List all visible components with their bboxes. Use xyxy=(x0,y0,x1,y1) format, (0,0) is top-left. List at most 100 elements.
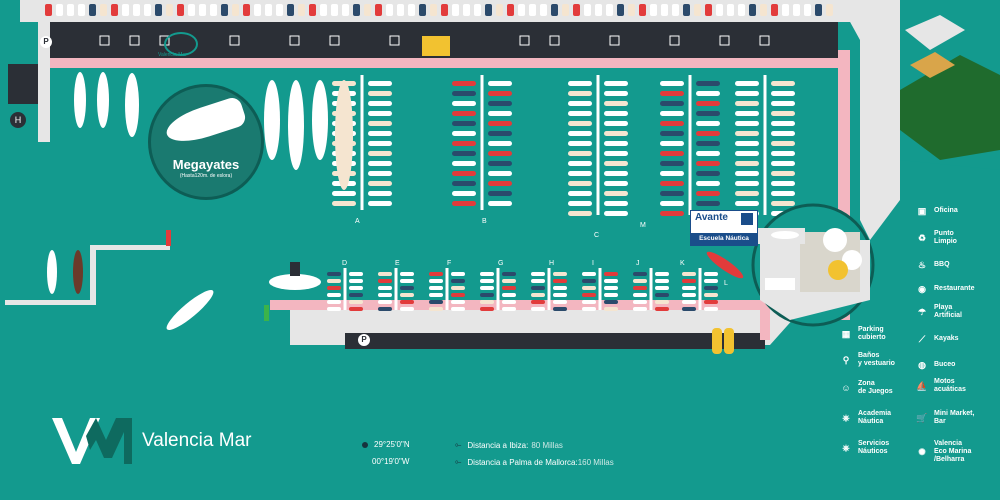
pontoon xyxy=(394,268,398,310)
boat xyxy=(368,191,392,196)
road-service-icon xyxy=(669,35,680,46)
boat xyxy=(696,81,720,86)
brand-name: Valencia Mar xyxy=(142,430,252,451)
parked-car xyxy=(298,4,305,16)
boat xyxy=(696,171,720,176)
legend-label: Kayaks xyxy=(934,335,959,342)
boat xyxy=(531,286,545,290)
boat xyxy=(771,141,795,146)
boat xyxy=(553,279,567,283)
parked-car xyxy=(771,4,778,16)
boat xyxy=(771,111,795,116)
boat xyxy=(660,121,684,126)
legend-label: Punto Limpio xyxy=(934,230,957,245)
parking-marker-top: P xyxy=(40,36,52,48)
road-service-icon xyxy=(229,35,240,46)
parked-car xyxy=(221,4,228,16)
road-service-icon xyxy=(719,35,730,46)
boat xyxy=(502,293,516,297)
boat xyxy=(451,272,465,276)
boat xyxy=(633,279,647,283)
boat xyxy=(368,101,392,106)
parked-car xyxy=(496,4,503,16)
boat xyxy=(452,201,476,206)
boat xyxy=(451,300,465,304)
legend-item-bbq: ♨BBQ xyxy=(914,258,950,272)
legend-label: Restaurante xyxy=(934,285,975,292)
boat xyxy=(488,191,512,196)
legend-label: Baños y vestuario xyxy=(858,352,895,367)
parked-car xyxy=(628,4,635,16)
beach-icon: ☂ xyxy=(917,307,927,317)
boat xyxy=(771,181,795,186)
parked-car xyxy=(452,4,459,16)
palma-distance-label: Distancia a Palma de Mallorca: xyxy=(467,457,578,467)
boat xyxy=(696,181,720,186)
boat xyxy=(400,300,414,304)
parked-car xyxy=(188,4,195,16)
boat xyxy=(633,272,647,276)
palma-route-icon: ⟜ xyxy=(455,457,462,466)
green-park xyxy=(900,55,1000,160)
diving-tank-icon xyxy=(712,328,722,354)
boat xyxy=(378,307,392,311)
parked-car xyxy=(309,4,316,16)
dock-letter-b: B xyxy=(482,218,487,225)
boat xyxy=(604,111,628,116)
parked-car xyxy=(551,4,558,16)
boat xyxy=(604,191,628,196)
boat xyxy=(696,201,720,206)
boat xyxy=(771,161,795,166)
parked-car xyxy=(617,4,624,16)
legend-item-bathroom: ⚲Baños y vestuario xyxy=(838,352,895,368)
parked-car xyxy=(100,4,107,16)
boat xyxy=(604,286,618,290)
boat xyxy=(568,131,592,136)
boat xyxy=(452,101,476,106)
boat xyxy=(480,272,494,276)
dock-letter-c: C xyxy=(594,232,600,239)
boat xyxy=(368,81,392,86)
dock-letter-m: M xyxy=(640,222,646,229)
parked-car xyxy=(320,4,327,16)
boat xyxy=(604,161,628,166)
boat xyxy=(378,286,392,290)
legend-label: Mini Market, Bar xyxy=(934,410,975,425)
eco-marina-icon: ✺ xyxy=(918,447,926,457)
boat xyxy=(368,161,392,166)
boat xyxy=(704,307,718,311)
boat xyxy=(771,101,795,106)
boat xyxy=(488,201,512,206)
boat xyxy=(771,151,795,156)
parked-car xyxy=(738,4,745,16)
legend-item-jetski: ⛵Motos acuáticas xyxy=(914,378,966,394)
restaurant-icon: ◉ xyxy=(918,284,926,294)
legend-item-office: ▣Oficina xyxy=(914,204,958,218)
boat xyxy=(452,181,476,186)
boat xyxy=(488,161,512,166)
dock-letter-l: L xyxy=(724,280,728,287)
boat xyxy=(488,171,512,176)
boat xyxy=(452,131,476,136)
parked-car xyxy=(826,4,833,16)
boat xyxy=(582,272,596,276)
legend-item-recycle-point: ♻Punto Limpio xyxy=(914,230,957,246)
boat xyxy=(660,111,684,116)
boat xyxy=(568,91,592,96)
avante-logo-icon xyxy=(741,213,753,225)
lighthouse-red xyxy=(166,230,171,246)
top-land xyxy=(20,0,860,22)
avante-subtitle: Escuela Náutica xyxy=(691,233,757,245)
nautical-services-icon: ⎈ xyxy=(842,443,850,453)
boat xyxy=(735,141,759,146)
boat xyxy=(582,293,596,297)
road-service-icon xyxy=(609,35,620,46)
dock-letter-e: E xyxy=(395,260,400,267)
pontoon xyxy=(698,268,702,310)
parked-car xyxy=(760,4,767,16)
parked-car xyxy=(672,4,679,16)
legend-item-covered-parking: ▦Parking cubierto xyxy=(838,326,886,342)
boat xyxy=(502,272,516,276)
boat xyxy=(488,111,512,116)
boat xyxy=(349,293,363,297)
